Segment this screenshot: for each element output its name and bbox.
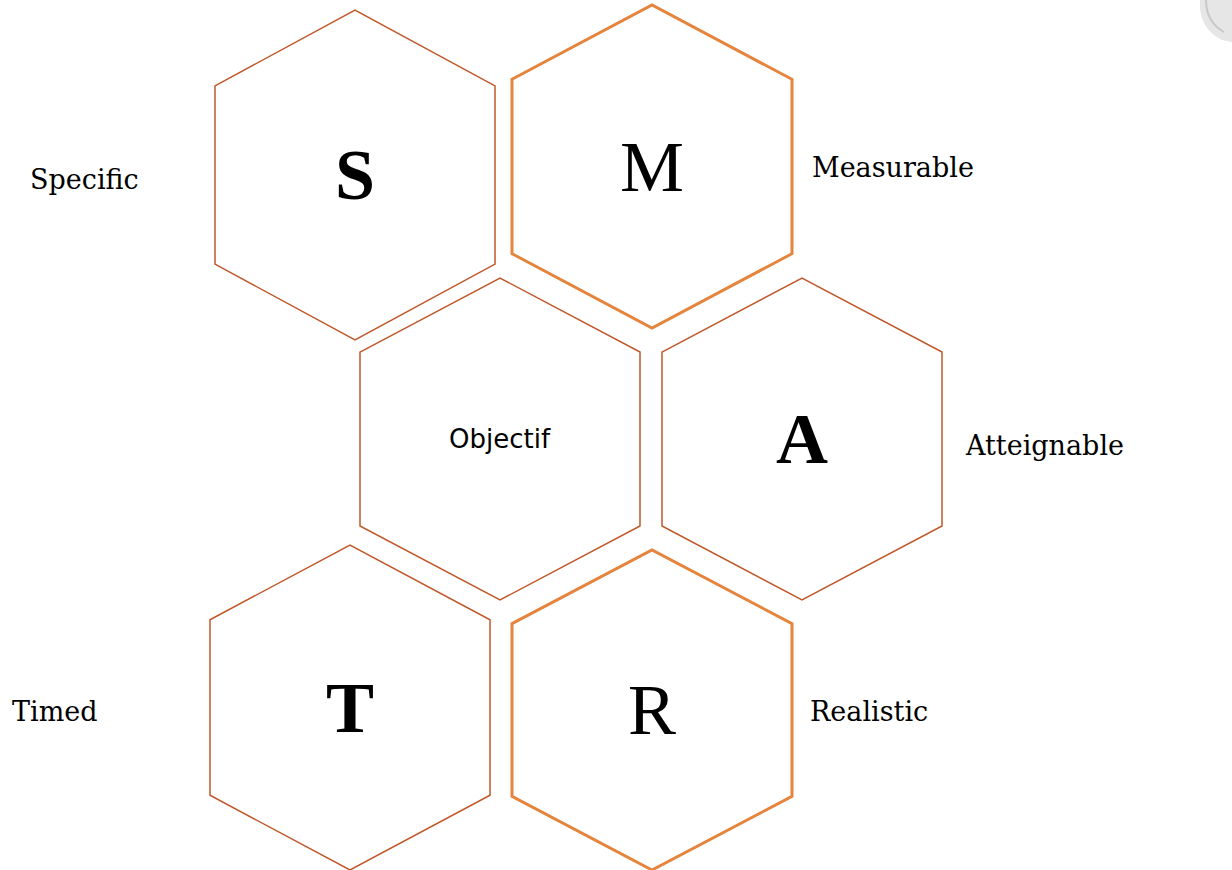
hexagon-shape bbox=[662, 278, 942, 600]
hexagon-shape bbox=[210, 545, 490, 870]
hexagon-node: RRealistic bbox=[512, 550, 792, 870]
initial-letter: A bbox=[776, 403, 828, 475]
criterion-label: Measurable bbox=[812, 153, 974, 183]
criterion-label: Timed bbox=[12, 697, 98, 727]
hexagon-shape bbox=[512, 550, 792, 870]
hexagon-node: AAtteignable bbox=[662, 278, 942, 600]
corner-picture-edge bbox=[1206, 0, 1224, 32]
criterion-label: Specific bbox=[30, 165, 139, 195]
corner-picture bbox=[1200, 0, 1232, 42]
hexagon-node: Objectif bbox=[360, 278, 640, 600]
initial-letter: S bbox=[335, 139, 375, 211]
hexagon-shape bbox=[215, 10, 495, 340]
criterion-label: Atteignable bbox=[966, 431, 1124, 461]
hexagon-node: MMeasurable bbox=[512, 5, 792, 328]
center-label: Objectif bbox=[449, 425, 550, 454]
criterion-label: Realistic bbox=[810, 697, 928, 727]
initial-letter: M bbox=[620, 131, 684, 203]
hexagon-shape bbox=[512, 5, 792, 328]
initial-letter: R bbox=[628, 674, 676, 746]
hexagon-shape bbox=[360, 278, 640, 600]
hexagon-node: SSpecific bbox=[215, 10, 495, 340]
hexagon-node: TTimed bbox=[210, 545, 490, 870]
initial-letter: T bbox=[326, 672, 374, 744]
